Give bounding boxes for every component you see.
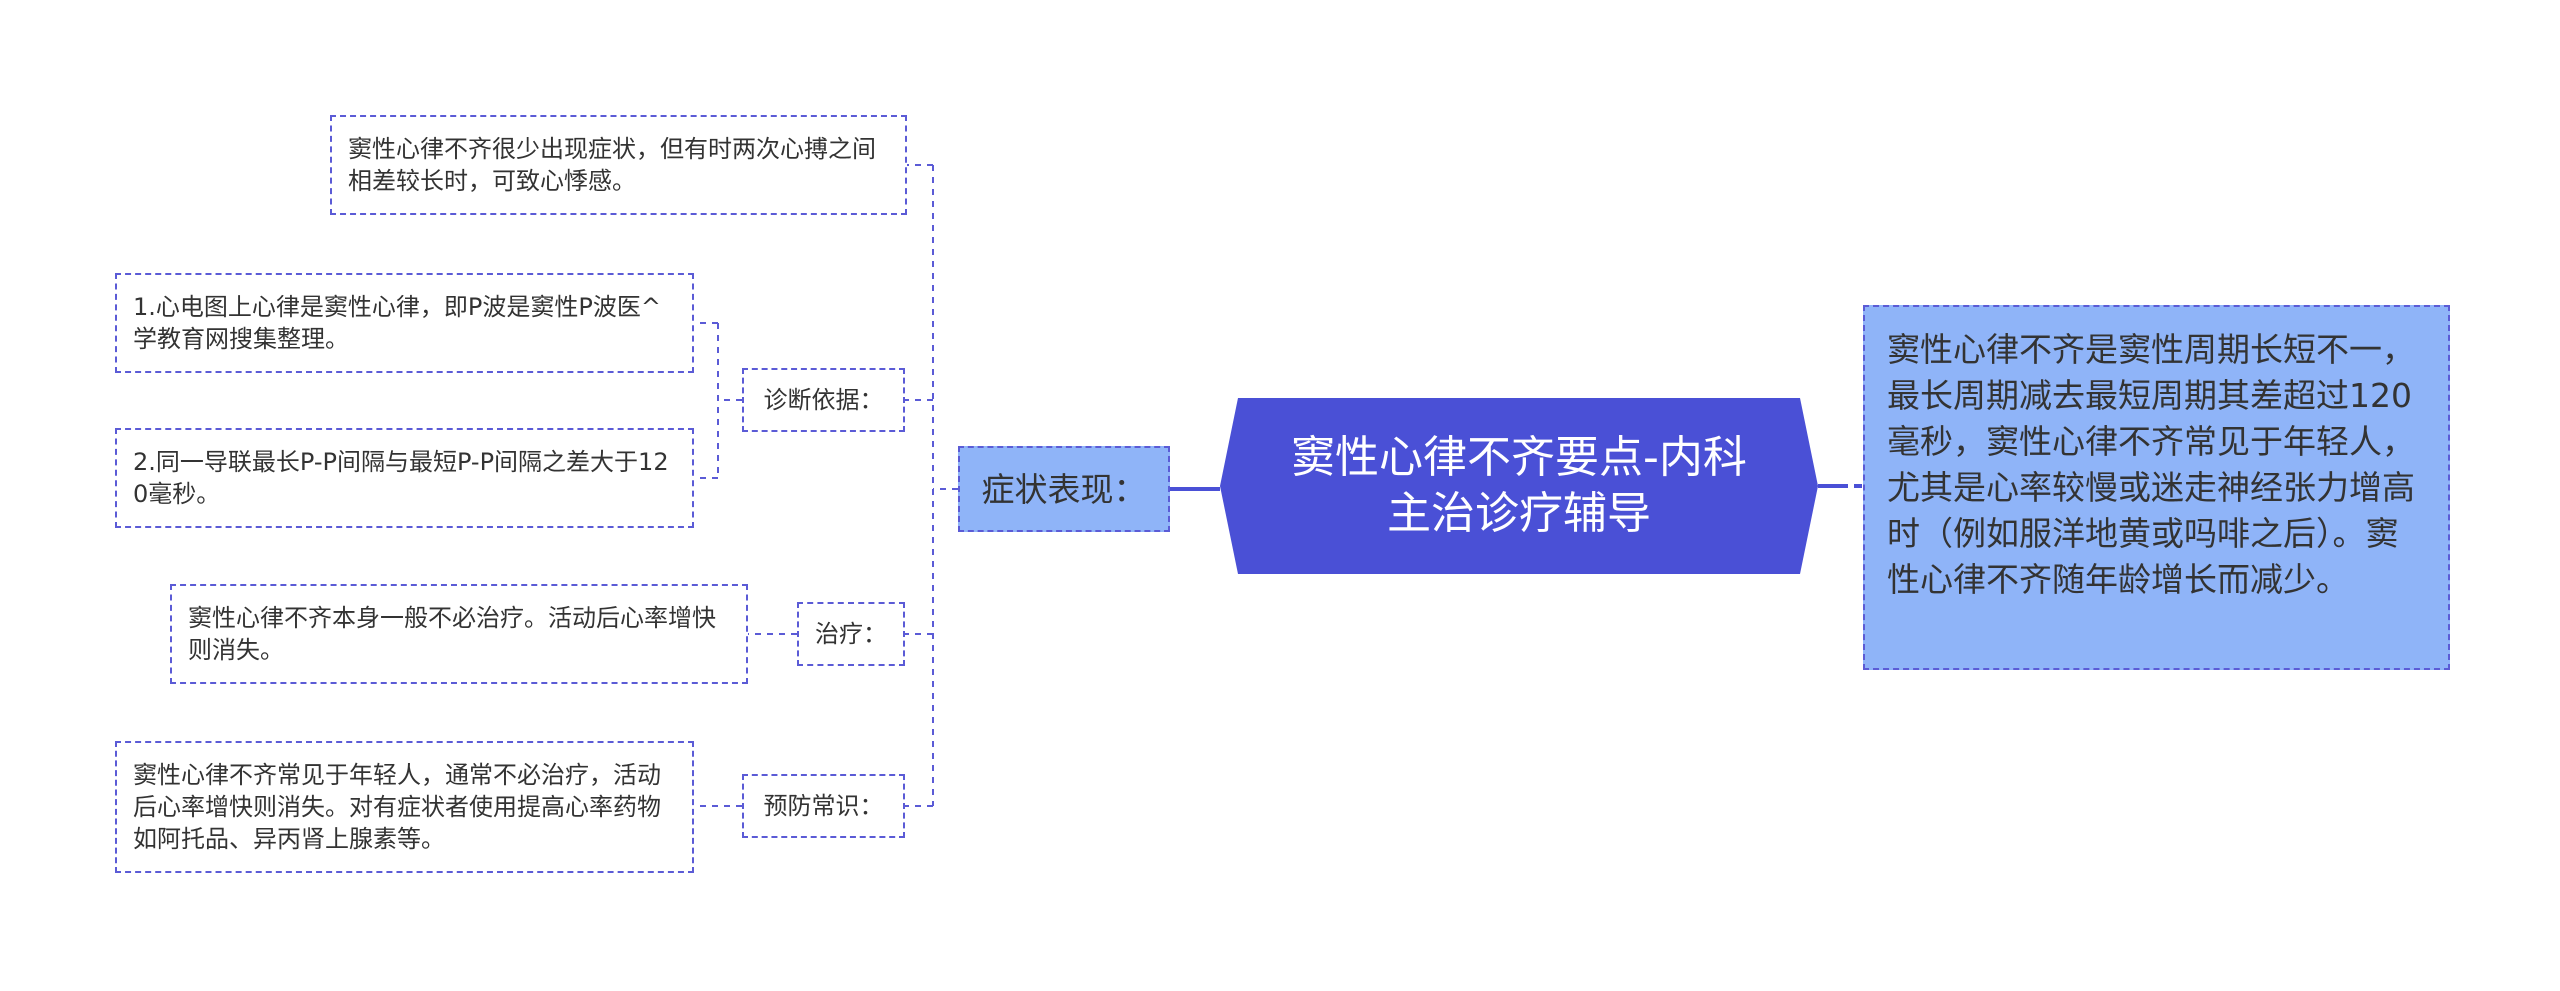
summary-text: 窦性心律不齐是窦性周期长短不一，最长周期减去最短周期其差超过120毫秒，窦性心律…: [1887, 330, 2415, 599]
symptom-node[interactable]: 症状表现：: [958, 446, 1170, 532]
prevention-label: 预防常识：: [763, 792, 884, 820]
treatment-label: 治疗：: [815, 620, 887, 648]
prevention-label-node[interactable]: 预防常识：: [742, 774, 905, 838]
summary-node[interactable]: 窦性心律不齐是窦性周期长短不一，最长周期减去最短周期其差超过120毫秒，窦性心律…: [1863, 305, 2450, 670]
diagnosis-item-1-text: 1.心电图上心律是窦性心律，即P波是窦性P波医^学教育网搜集整理。: [133, 293, 661, 353]
treatment-leaf-node[interactable]: 窦性心律不齐本身一般不必治疗。活动后心率增快则消失。: [170, 584, 748, 684]
diagnosis-label: 诊断依据：: [763, 386, 884, 414]
diagnosis-label-node[interactable]: 诊断依据：: [742, 368, 905, 432]
prevention-text: 窦性心律不齐常见于年轻人，通常不必治疗，活动后心率增快则消失。对有症状者使用提高…: [133, 761, 661, 853]
top-leaf-node[interactable]: 窦性心律不齐很少出现症状，但有时两次心搏之间相差较长时，可致心悸感。: [330, 115, 907, 215]
central-topic[interactable]: 窦性心律不齐要点-内科主治诊疗辅导: [1220, 398, 1818, 574]
top-leaf-text: 窦性心律不齐很少出现症状，但有时两次心搏之间相差较长时，可致心悸感。: [348, 135, 876, 195]
symptom-label: 症状表现：: [981, 470, 1147, 509]
treatment-text: 窦性心律不齐本身一般不必治疗。活动后心率增快则消失。: [188, 604, 716, 664]
prevention-leaf-node[interactable]: 窦性心律不齐常见于年轻人，通常不必治疗，活动后心率增快则消失。对有症状者使用提高…: [115, 741, 694, 873]
diagnosis-item-2-text: 2.同一导联最长P-P间隔与最短P-P间隔之差大于120毫秒。: [133, 448, 669, 508]
diagnosis-item-1[interactable]: 1.心电图上心律是窦性心律，即P波是窦性P波医^学教育网搜集整理。: [115, 273, 694, 373]
treatment-label-node[interactable]: 治疗：: [797, 602, 905, 666]
central-topic-title: 窦性心律不齐要点-内科主治诊疗辅导: [1291, 432, 1747, 539]
diagnosis-item-2[interactable]: 2.同一导联最长P-P间隔与最短P-P间隔之差大于120毫秒。: [115, 428, 694, 528]
